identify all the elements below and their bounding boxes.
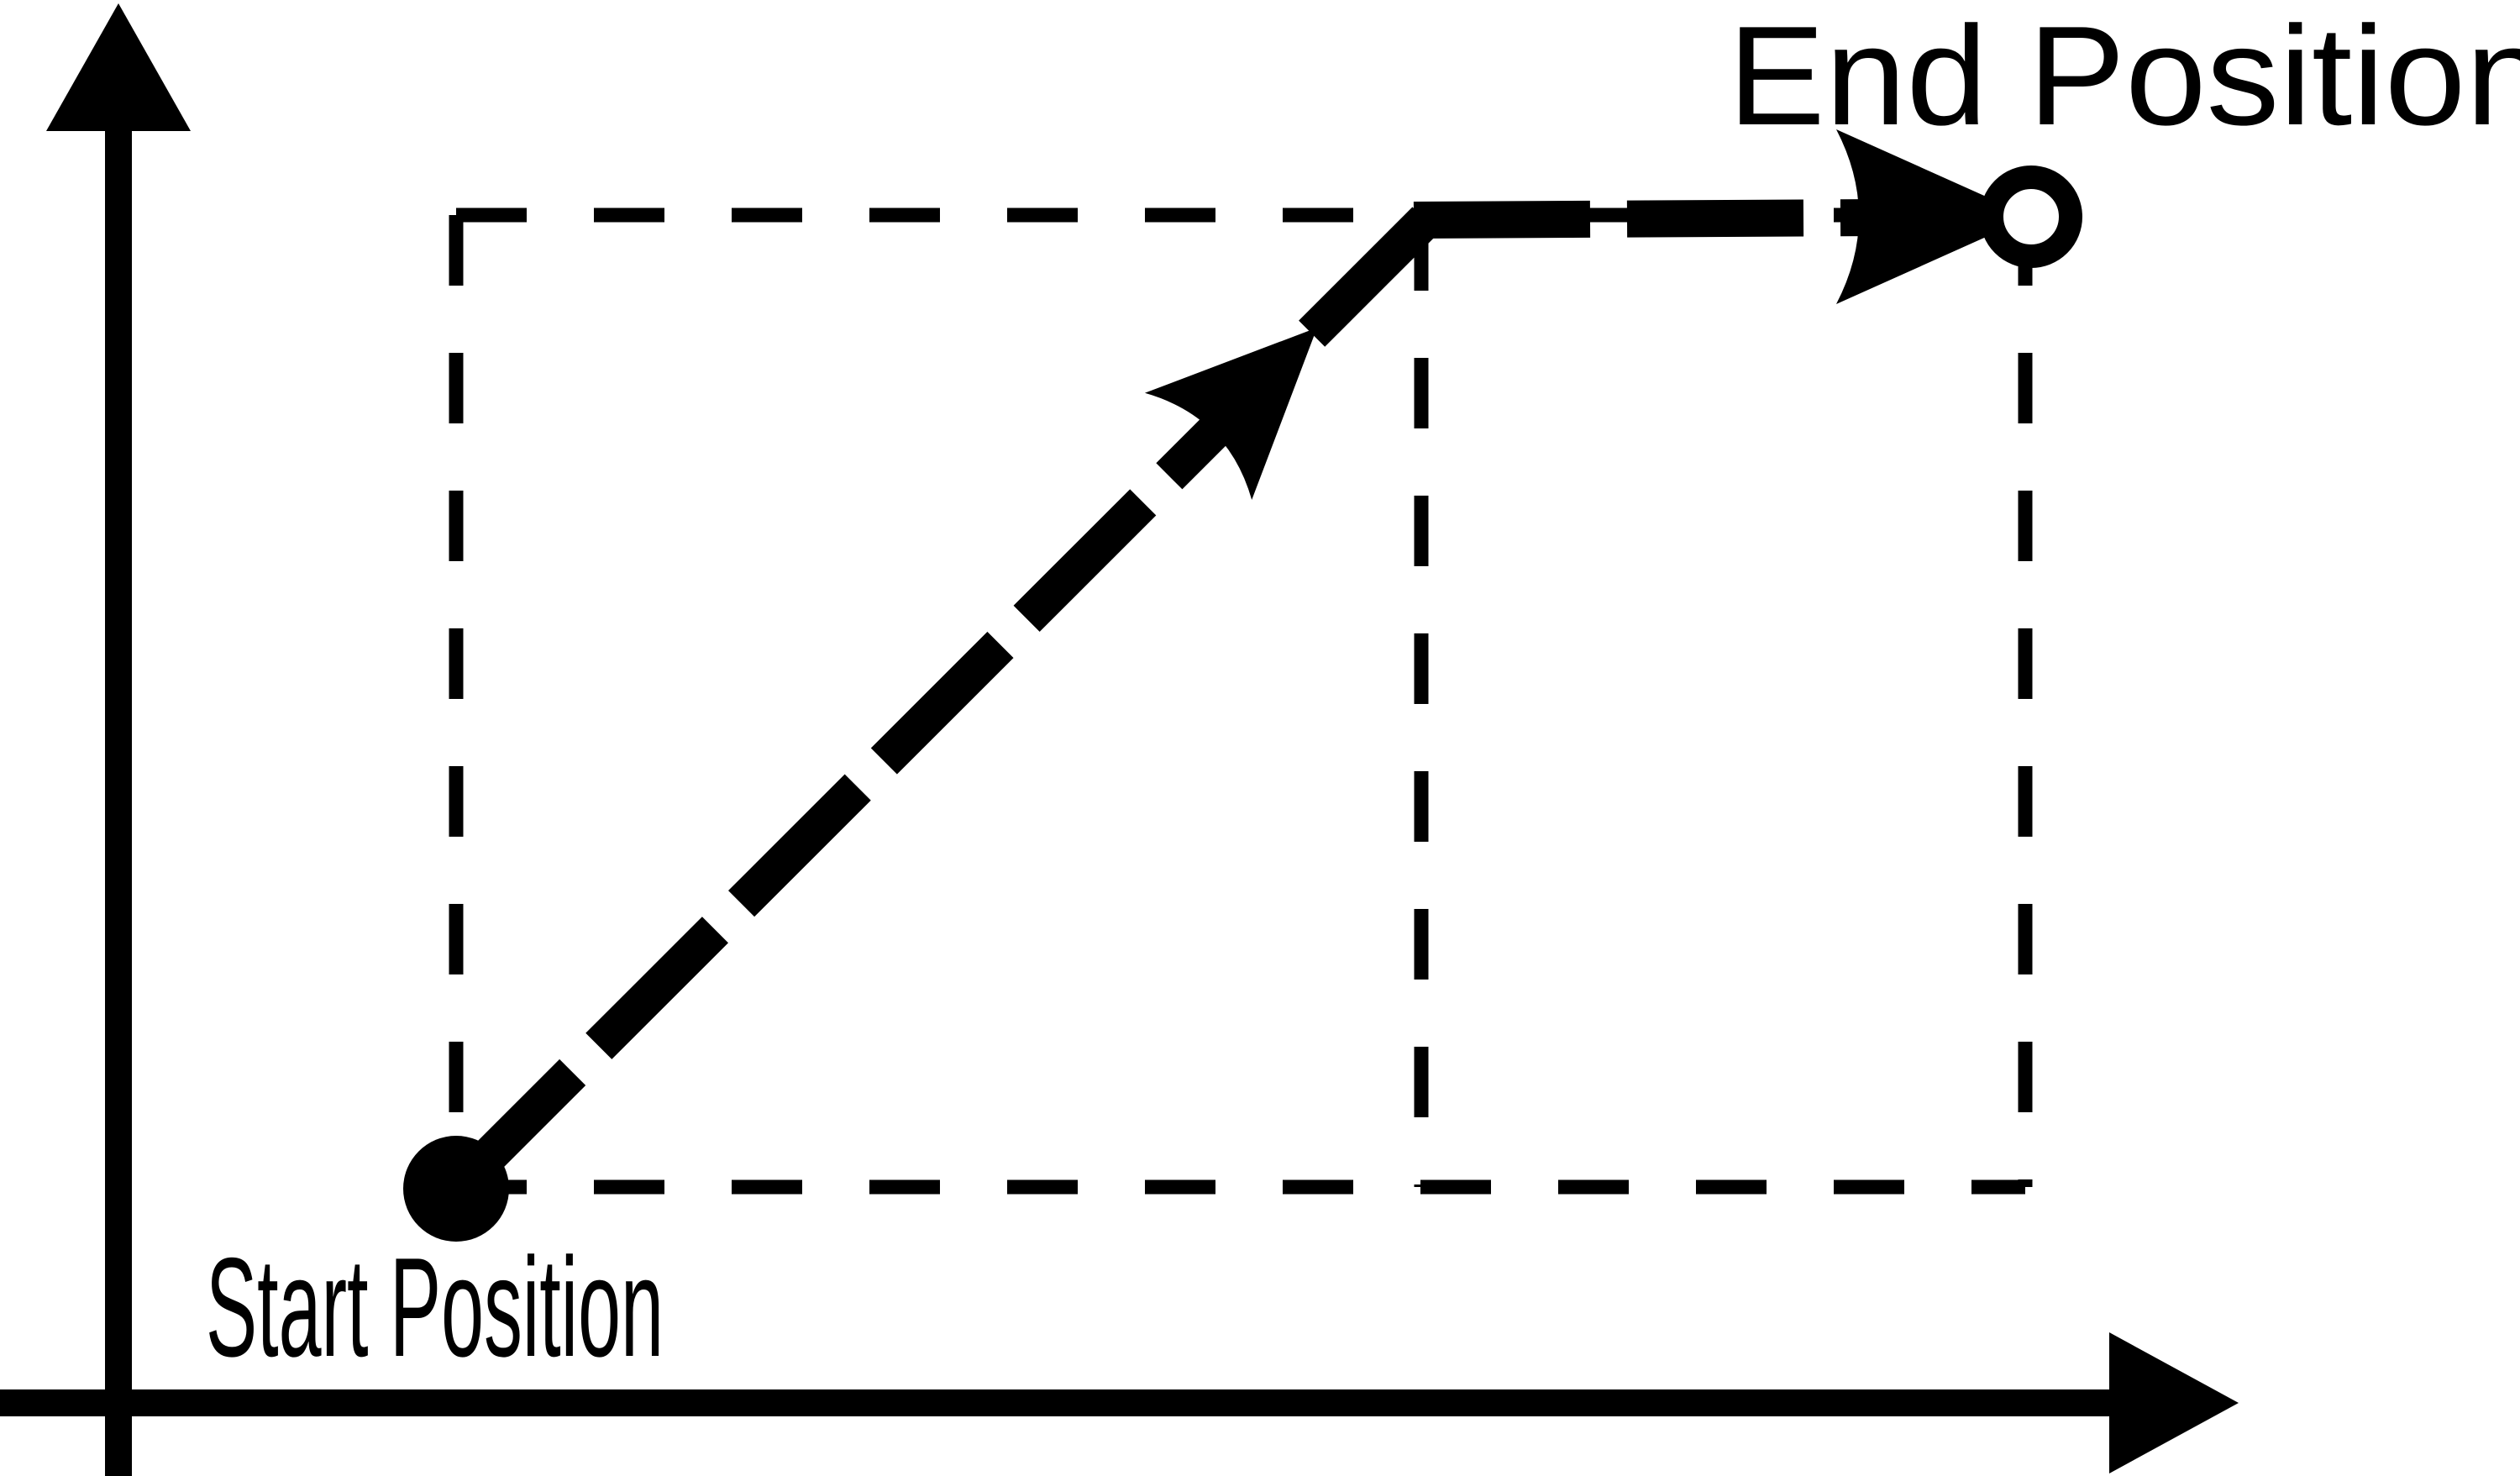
horizontal-axis-group bbox=[0, 1332, 2239, 1473]
end-position-label: End Position bbox=[1728, 0, 2520, 155]
vertical-axis-arrow-icon bbox=[46, 3, 191, 131]
end-direction-arrow-icon bbox=[1836, 129, 2031, 304]
diagonal-direction-arrow-icon bbox=[1144, 328, 1317, 501]
start-position-dot[interactable] bbox=[403, 1136, 509, 1242]
start-position-label: Start Position bbox=[206, 1228, 664, 1386]
trajectory-group bbox=[443, 129, 2032, 1202]
vertical-axis-group bbox=[46, 3, 191, 1476]
end-position-ring[interactable] bbox=[1980, 165, 2082, 268]
horizontal-axis-arrow-icon bbox=[2109, 1332, 2239, 1473]
